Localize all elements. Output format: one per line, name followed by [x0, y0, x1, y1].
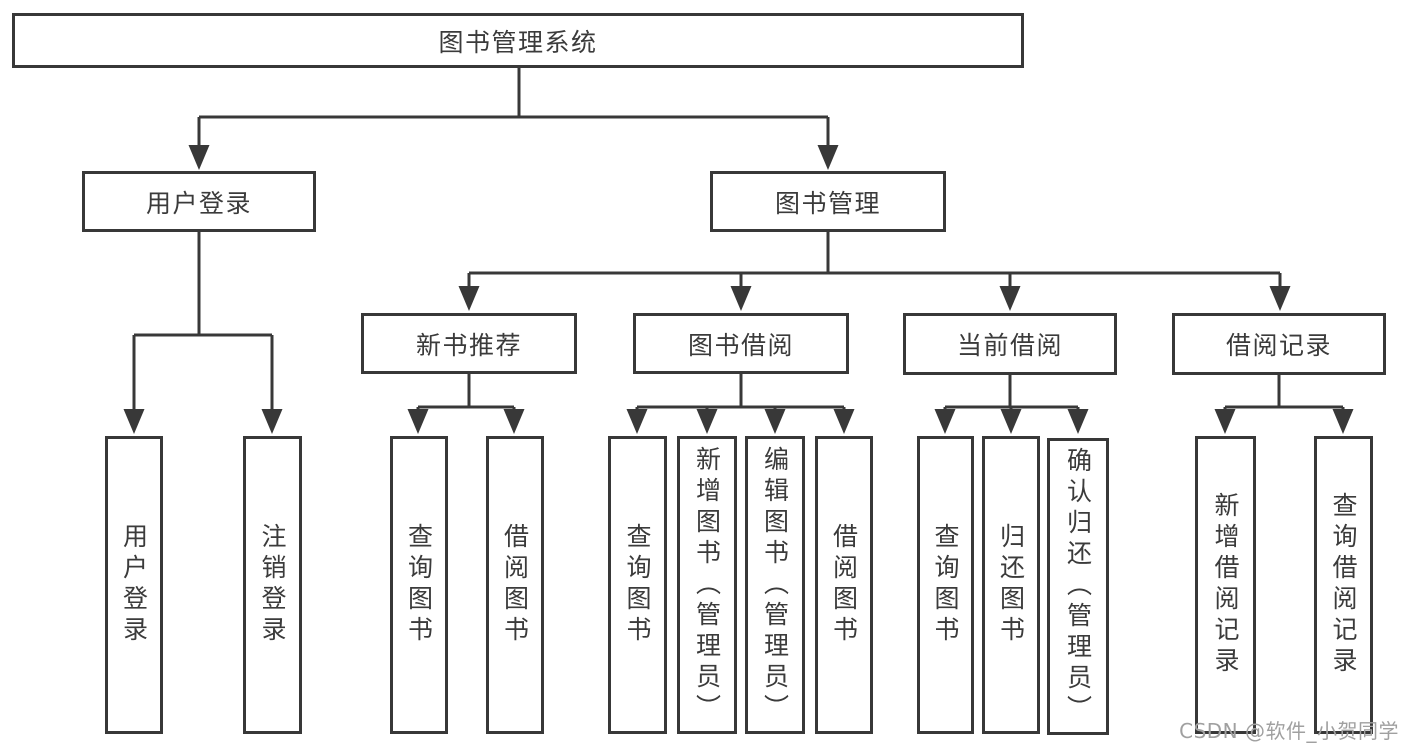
- arrow-down-marker: [934, 409, 956, 434]
- arrow-down-marker: [730, 286, 752, 311]
- arrow-down-marker: [764, 409, 786, 434]
- arrowheads: [123, 145, 1354, 434]
- section-new-book-recommend: 新书推荐: [361, 313, 577, 374]
- root-node: 图书管理系统: [12, 13, 1024, 68]
- leaf-user-login-label: 用户登录: [119, 523, 149, 647]
- section-book-borrow-label: 图书借阅: [687, 330, 794, 360]
- csdn-watermark: CSDN @软件_小贺同学: [1179, 719, 1399, 743]
- arrow-down-marker: [407, 409, 429, 434]
- leaf-return-books: 归还图书: [982, 436, 1040, 734]
- leaf-query-borrow-record-label: 查询借阅记录: [1329, 492, 1358, 678]
- arrow-down-marker: [1000, 409, 1022, 434]
- leaf-query-books-current-label: 查询图书: [931, 523, 960, 647]
- leaf-confirm-return-admin: 确认归还（管理员）: [1047, 438, 1109, 735]
- section-new-book-recommend-label: 新书推荐: [415, 330, 522, 360]
- section-borrow-records-label: 借阅记录: [1225, 331, 1332, 360]
- leaf-borrow-books-recommend-label: 借阅图书: [500, 523, 530, 647]
- arrow-down-marker: [1269, 286, 1291, 311]
- leaf-query-books-recommend: 查询图书: [390, 436, 448, 734]
- leaf-query-books-recommend-label: 查询图书: [404, 523, 434, 647]
- leaf-query-books-borrow-label: 查询图书: [623, 523, 652, 647]
- leaf-return-books-label: 归还图书: [996, 523, 1026, 647]
- edge-user-login-to-leaves: [132, 232, 274, 410]
- edge-root-to-branches: [197, 68, 830, 147]
- edge-lines: [132, 68, 1345, 410]
- arrow-down-marker: [626, 409, 648, 434]
- root-node-label: 图书管理系统: [438, 27, 598, 57]
- leaf-edit-books-admin-label: 编辑图书（管理员）: [760, 445, 790, 725]
- section-borrow-records: 借阅记录: [1172, 313, 1386, 375]
- section-current-borrow: 当前借阅: [903, 313, 1117, 375]
- leaf-add-books-admin-label: 新增图书（管理员）: [692, 445, 722, 725]
- leaf-add-borrow-record-label: 新增借阅记录: [1211, 492, 1240, 678]
- arrow-down-marker: [696, 409, 718, 434]
- leaf-query-books-borrow: 查询图书: [608, 436, 667, 734]
- leaf-query-borrow-record: 查询借阅记录: [1314, 436, 1373, 734]
- arrow-down-marker: [1067, 409, 1089, 434]
- leaf-borrow-books-recommend: 借阅图书: [486, 436, 544, 734]
- arrow-down-marker: [1214, 409, 1236, 434]
- branch-user-login-label: 用户登录: [145, 188, 252, 218]
- branch-user-login: 用户登录: [82, 171, 316, 232]
- arrow-down-marker: [188, 145, 210, 170]
- section-book-borrow: 图书借阅: [633, 313, 849, 374]
- section-current-borrow-label: 当前借阅: [956, 331, 1063, 360]
- arrow-down-marker: [833, 409, 855, 434]
- leaf-edit-books-admin: 编辑图书（管理员）: [745, 436, 805, 734]
- leaf-logout: 注销登录: [243, 436, 302, 734]
- edge-new-book-to-leaves: [416, 374, 516, 410]
- leaf-confirm-return-admin-label: 确认归还（管理员）: [1063, 447, 1093, 726]
- leaf-add-books-admin: 新增图书（管理员）: [677, 436, 737, 734]
- leaf-add-borrow-record: 新增借阅记录: [1195, 436, 1256, 734]
- branch-book-management: 图书管理: [710, 171, 946, 232]
- edge-book-borrow-to-leaves: [635, 374, 846, 410]
- leaf-borrow-books-label: 借阅图书: [829, 523, 859, 647]
- edge-records-to-leaves: [1223, 374, 1345, 410]
- edge-book-mgmt-to-sections: [467, 232, 1282, 288]
- arrow-down-marker: [261, 409, 283, 434]
- arrow-down-marker: [817, 145, 839, 170]
- leaf-user-login: 用户登录: [105, 436, 163, 734]
- leaf-borrow-books: 借阅图书: [815, 436, 873, 734]
- arrow-down-marker: [458, 286, 480, 311]
- arrow-down-marker: [503, 409, 525, 434]
- branch-book-management-label: 图书管理: [774, 188, 881, 218]
- leaf-query-books-current: 查询图书: [917, 436, 974, 734]
- arrow-down-marker: [1332, 409, 1354, 434]
- arrow-down-marker: [999, 286, 1021, 311]
- edge-current-borrow-to-leaves: [943, 374, 1080, 410]
- arrow-down-marker: [123, 409, 145, 434]
- leaf-logout-label: 注销登录: [258, 523, 287, 647]
